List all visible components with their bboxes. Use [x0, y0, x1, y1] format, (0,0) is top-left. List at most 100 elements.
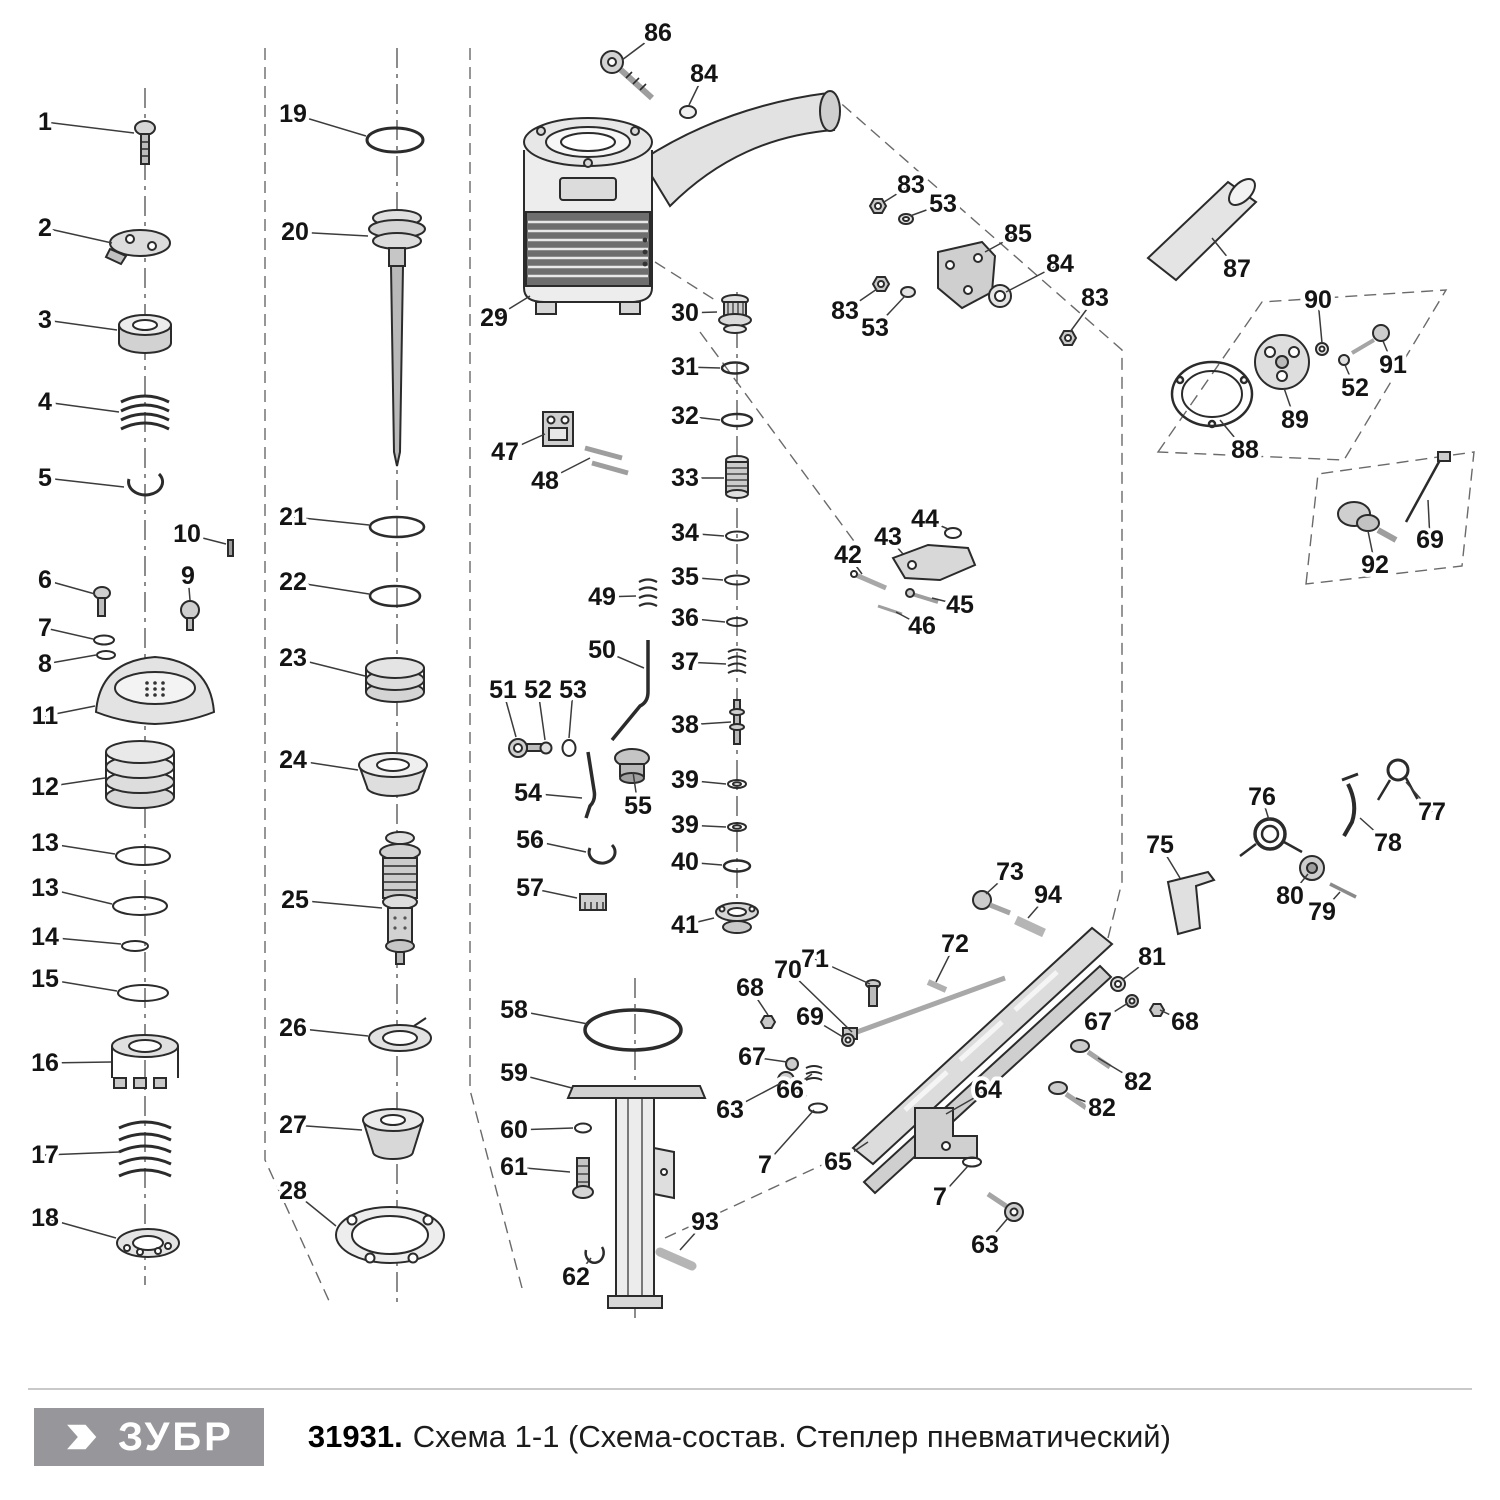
part-62-ring — [584, 1246, 605, 1264]
leader-line-78 — [1359, 817, 1389, 844]
part-37-spring — [727, 648, 747, 674]
leader-line-23 — [292, 657, 366, 677]
part-73-screw — [972, 890, 1011, 916]
part-label-38: 38 — [671, 711, 699, 739]
part-52-washer — [539, 741, 553, 755]
part-label-13: 13 — [31, 874, 59, 902]
part-label-44: 44 — [911, 505, 939, 533]
leader-line-40 — [684, 861, 723, 866]
leader-line-8 — [44, 654, 97, 665]
part-label-82: 82 — [1124, 1068, 1152, 1096]
part-label-52: 52 — [1341, 374, 1369, 402]
part-label-70: 70 — [774, 956, 802, 984]
part-label-63: 63 — [971, 1231, 999, 1259]
part-label-10: 10 — [173, 520, 201, 548]
part-7-washer — [93, 634, 115, 646]
part-43-link-plate — [891, 543, 977, 582]
part-25-valve-assembly — [379, 831, 421, 965]
leader-line-41 — [684, 917, 715, 926]
leader-line-3 — [44, 319, 118, 331]
leader-line-28 — [292, 1190, 337, 1227]
part-51-screw — [508, 738, 544, 758]
part-66-spring — [805, 1065, 823, 1081]
construction-lines — [264, 48, 1475, 1304]
part-26-collar — [368, 1017, 432, 1052]
leader-line-54 — [527, 792, 583, 799]
leader-line-70 — [787, 969, 853, 1033]
leader-line-38 — [684, 721, 732, 726]
part-33-valve — [725, 455, 749, 499]
leader-line-69 — [809, 1016, 844, 1038]
leader-line-53 — [909, 203, 944, 217]
leader-line-64 — [945, 1089, 989, 1115]
leader-line-61 — [513, 1166, 571, 1173]
leader-line-13 — [44, 887, 113, 905]
part-label-76: 76 — [1248, 783, 1276, 811]
part-label-25: 25 — [281, 886, 309, 914]
part-59-plate — [566, 1085, 707, 1099]
part-label-12: 12 — [31, 773, 59, 801]
part-label-94: 94 — [1034, 881, 1062, 909]
part-1-screw — [134, 120, 156, 165]
part-label-83: 83 — [1081, 284, 1109, 312]
part-53-washer — [898, 213, 914, 225]
leader-line-87 — [1211, 237, 1238, 270]
leader-line-26 — [292, 1027, 369, 1037]
labels-layer: 1234567810911121313141516171819202122232… — [27, 15, 1450, 1295]
valve-column-parts — [715, 294, 759, 934]
leader-line-47 — [504, 433, 546, 453]
magazine-assembly — [759, 758, 1420, 1222]
part-23-ring-set — [365, 657, 425, 703]
leader-line-63 — [729, 1081, 784, 1111]
leader-line-81 — [1121, 956, 1153, 981]
leader-line-50 — [601, 649, 645, 669]
part-label-90: 90 — [1304, 286, 1332, 314]
part-21-o-ring — [368, 515, 426, 539]
part-label-28: 28 — [279, 1177, 307, 1205]
part-label-53: 53 — [861, 314, 889, 342]
part-label-1: 1 — [38, 108, 52, 136]
part-label-6: 6 — [38, 566, 52, 594]
part-28-gasket-plate — [335, 1206, 445, 1264]
part-label-34: 34 — [671, 519, 699, 547]
part-label-26: 26 — [279, 1014, 307, 1042]
part-label-2: 2 — [38, 214, 52, 242]
part-label-18: 18 — [31, 1204, 59, 1232]
part-label-58: 58 — [500, 996, 528, 1024]
part-label-45: 45 — [946, 591, 974, 619]
part-84-washer-2 — [988, 284, 1012, 308]
part-label-14: 14 — [31, 923, 59, 951]
part-64-bracket — [914, 1107, 978, 1159]
part-label-27: 27 — [279, 1111, 307, 1139]
part-7-washer-3 — [962, 1156, 982, 1168]
leader-line-52 — [1344, 364, 1356, 389]
part-13-ring — [115, 846, 171, 866]
deflector-parts — [1146, 178, 1451, 543]
part-15-ring — [117, 984, 169, 1002]
leader-line-39 — [684, 779, 727, 785]
part-38-valve-pin — [729, 699, 745, 745]
leader-line-62 — [575, 1257, 592, 1278]
leader-line-83 — [1069, 297, 1096, 333]
part-label-53: 53 — [929, 190, 957, 218]
part-label-65: 65 — [824, 1148, 852, 1176]
part-93-pin — [655, 1247, 697, 1271]
part-36-ring — [726, 617, 748, 627]
part-12-piston-stack — [105, 740, 175, 809]
part-label-78: 78 — [1374, 829, 1402, 857]
part-label-88: 88 — [1231, 436, 1259, 464]
part-label-13: 13 — [31, 829, 59, 857]
leader-line-2 — [44, 227, 113, 244]
part-8-washer — [96, 650, 116, 660]
part-label-24: 24 — [279, 746, 307, 774]
exploded-diagram: 1234567810911121313141516171819202122232… — [27, 15, 1475, 1318]
part-92-muffler — [1337, 501, 1398, 543]
leader-line-89 — [1283, 387, 1296, 421]
footer-divider — [28, 1388, 1472, 1390]
part-42-rod — [850, 570, 887, 591]
part-48-pins — [584, 445, 629, 476]
part-75-plate — [1166, 870, 1216, 936]
part-68-nut — [759, 1015, 777, 1029]
part-label-83: 83 — [831, 297, 859, 325]
part-53-washer-2 — [900, 286, 916, 298]
